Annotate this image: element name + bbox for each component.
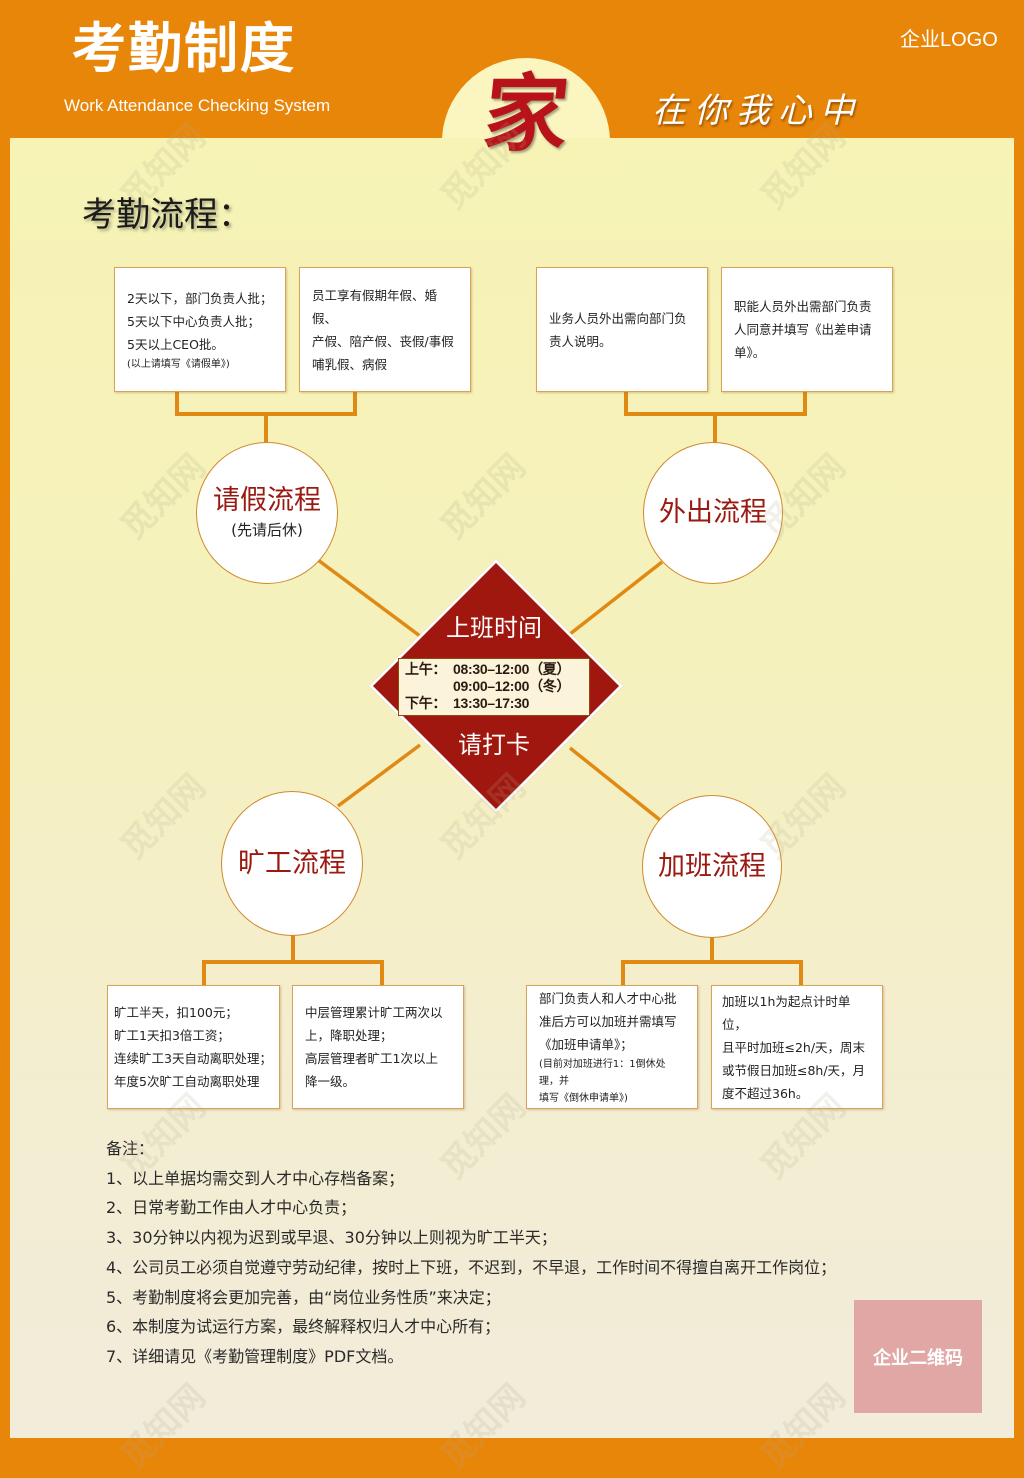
note-item: 7、详细请见《考勤管理制度》PDF文档。 bbox=[106, 1346, 404, 1366]
sun-emblem bbox=[442, 58, 610, 138]
overtime-process-node: 加班流程 bbox=[642, 795, 782, 938]
work-hours-schedule: 上午： 08:30–12:00（夏） 09:00–12:00（冬） 下午： 13… bbox=[398, 658, 590, 716]
qr-code-placeholder: 企业二维码 bbox=[854, 1300, 982, 1413]
note-item: 6、本制度为试运行方案，最终解释权归人才中心所有； bbox=[106, 1317, 501, 1337]
absence-process-node: 旷工流程 bbox=[221, 791, 363, 936]
text-line: 且平时加班≤2h/天，周末 bbox=[722, 1039, 866, 1055]
text-line: 5天以上CEO批。 bbox=[127, 336, 224, 352]
text-note: (以上请填写《请假单》) bbox=[127, 358, 230, 370]
leave-process-node: 请假流程 (先请后休) bbox=[196, 442, 338, 584]
text-line: 产假、陪产假、丧假/事假 bbox=[312, 333, 454, 349]
text-line: 降一级。 bbox=[305, 1074, 356, 1089]
text-line: 连续旷工3天自动离职处理； bbox=[114, 1051, 272, 1066]
overtime-approval-box: 部门负责人和人才中心批 准后方可以加班并需填写 《加班申请单》； (目前对加班进… bbox=[526, 985, 698, 1109]
schedule-row: 上午： 08:30–12:00（夏） bbox=[405, 661, 571, 677]
text-line: 业务人员外出需向部门负 bbox=[549, 310, 687, 326]
note-item: 4、公司员工必须自觉遵守劳动纪律，按时上下班，不迟到，不早退，工作时间不得擅自离… bbox=[106, 1257, 837, 1277]
text-line: 加班以1h为起点计时单位， bbox=[722, 993, 851, 1032]
schedule-row: 09:00–12:00（冬） bbox=[453, 678, 571, 694]
node-sublabel: (先请后休) bbox=[231, 521, 303, 540]
slogan: 在你我心中 bbox=[652, 91, 862, 131]
text-line: 旷工1天扣3倍工资； bbox=[114, 1028, 230, 1043]
section-title: 考勤流程： bbox=[82, 195, 252, 235]
text-line: 度不超过36h。 bbox=[722, 1085, 809, 1101]
text-line: 中层管理累计旷工两次以 bbox=[305, 1005, 443, 1020]
text-line: 或节假日加班≤8h/天，月 bbox=[722, 1062, 866, 1078]
note-item: 1、以上单据均需交到人才中心存档备案； bbox=[106, 1168, 405, 1188]
schedule-row: 下午： 13:30–17:30 bbox=[405, 695, 530, 711]
note-item: 5、考勤制度将会更加完善，由“岗位业务性质”来决定； bbox=[106, 1287, 501, 1307]
text-note: (目前对加班进行1：1倒休处理，并 bbox=[539, 1059, 666, 1087]
node-label: 旷工流程 bbox=[238, 847, 346, 879]
text-line: 部门负责人和人才中心批 bbox=[539, 991, 677, 1006]
absence-penalty-box: 旷工半天，扣100元； 旷工1天扣3倍工资； 连续旷工3天自动离职处理； 年度5… bbox=[107, 985, 280, 1109]
text-line: 年度5次旷工自动离职处理 bbox=[114, 1074, 260, 1089]
text-line: 准后方可以加班并需填写 bbox=[539, 1014, 677, 1029]
text-line: 单》。 bbox=[734, 345, 766, 360]
overtime-limits-box: 加班以1h为起点计时单位， 且平时加班≤2h/天，周末 或节假日加班≤8h/天，… bbox=[711, 985, 883, 1109]
node-label: 请假流程 bbox=[213, 484, 321, 516]
page-title: 考勤制度 bbox=[72, 17, 296, 80]
text-line: 上，降职处理； bbox=[305, 1028, 393, 1043]
notes-title: 备注： bbox=[106, 1139, 155, 1158]
note-item: 3、30分钟以内视为迟到或早退、30分钟以上则视为旷工半天； bbox=[106, 1228, 557, 1248]
absence-management-box: 中层管理累计旷工两次以 上，降职处理； 高层管理者旷工1次以上 降一级。 bbox=[292, 985, 464, 1109]
node-label: 外出流程 bbox=[659, 497, 767, 529]
text-line: 人同意并填写《出差申请 bbox=[734, 322, 872, 337]
company-logo-placeholder: 企业LOGO bbox=[900, 29, 998, 51]
connector-lines bbox=[0, 0, 1024, 1448]
text-line: 责人说明。 bbox=[549, 333, 612, 349]
work-hours-title: 上班时间 bbox=[446, 614, 542, 642]
text-line: 职能人员外出需部门负责 bbox=[734, 299, 872, 314]
text-line: 员工享有假期年假、婚假、 bbox=[312, 287, 438, 326]
page-subtitle: Work Attendance Checking System bbox=[64, 96, 331, 115]
text-line: 旷工半天，扣100元； bbox=[114, 1005, 238, 1020]
outing-process-node: 外出流程 bbox=[643, 442, 783, 584]
leave-types-box: 员工享有假期年假、婚假、 产假、陪产假、丧假/事假 哺乳假、病假 bbox=[299, 267, 471, 392]
text-line: 高层管理者旷工1次以上 bbox=[305, 1051, 438, 1066]
clock-in-reminder: 请打卡 bbox=[458, 731, 530, 759]
text-line: 哺乳假、病假 bbox=[312, 356, 388, 372]
text-line: 5天以下中心负责人批； bbox=[127, 313, 260, 329]
text-line: 《加班申请单》； bbox=[539, 1037, 633, 1052]
notes-section: 备注： 1、以上单据均需交到人才中心存档备案； 2、日常考勤工作由人才中心负责；… bbox=[106, 1134, 836, 1372]
text-line: 2天以下，部门负责人批； bbox=[127, 290, 273, 306]
node-label: 加班流程 bbox=[658, 850, 766, 882]
text-note: 填写《倒休申请单》) bbox=[539, 1093, 628, 1104]
outing-sales-box: 业务人员外出需向部门负 责人说明。 bbox=[536, 267, 708, 392]
note-item: 2、日常考勤工作由人才中心负责； bbox=[106, 1198, 357, 1218]
outing-staff-box: 职能人员外出需部门负责 人同意并填写《出差申请 单》。 bbox=[721, 267, 893, 392]
leave-approval-box: 2天以下，部门负责人批； 5天以下中心负责人批； 5天以上CEO批。 (以上请填… bbox=[114, 267, 286, 392]
